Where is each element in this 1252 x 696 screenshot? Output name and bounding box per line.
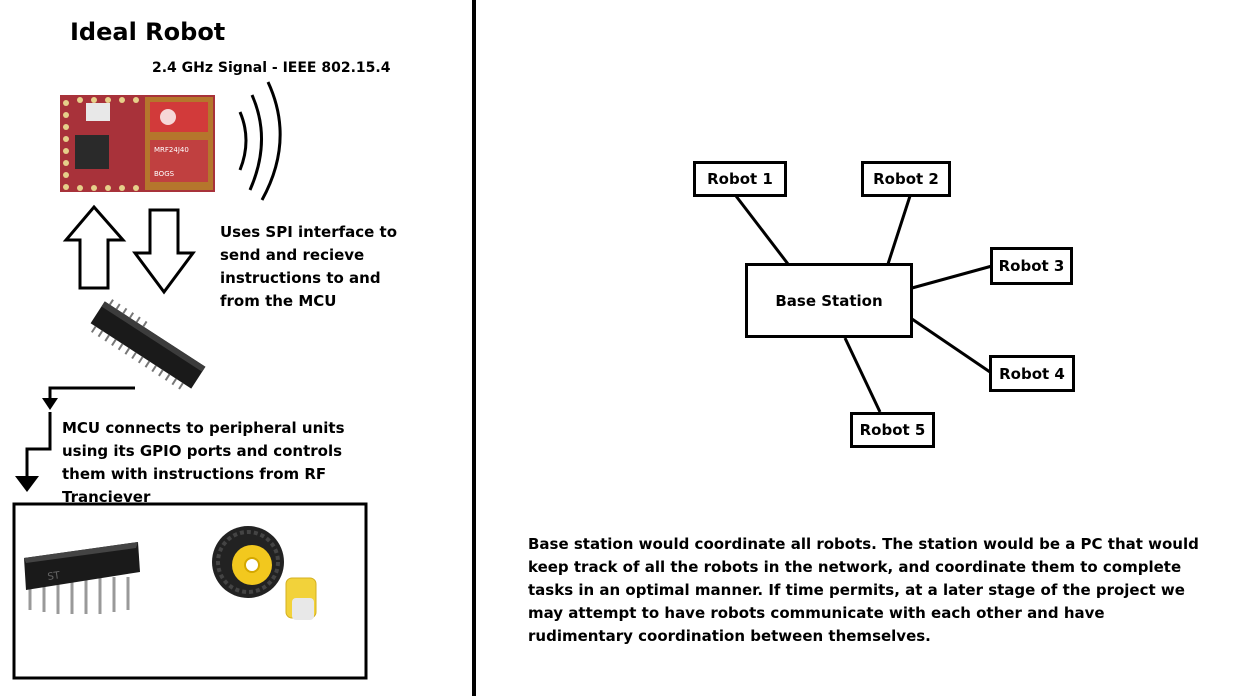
gpio-connector-lines: [25, 386, 135, 476]
description-text: Base station would coordinate all robots…: [528, 535, 1199, 645]
svg-text:BOGS: BOGS: [154, 170, 175, 178]
base-station-node: Base Station: [745, 263, 913, 338]
down-arrow-icon: [132, 208, 196, 295]
signal-waves-icon: [238, 81, 282, 201]
motor-driver-ic: ST: [24, 542, 140, 614]
arrowhead-icon: [15, 476, 39, 492]
rf-transceiver-module: MRF24J40 BOGS: [60, 95, 215, 192]
svg-text:MRF24J40: MRF24J40: [154, 146, 189, 154]
wheel-motor-icon: [212, 526, 317, 620]
signal-label: 2.4 GHz Signal - IEEE 802.15.4: [152, 60, 391, 76]
network-links: [734, 195, 993, 413]
arrowhead-icon: [42, 398, 58, 410]
mcu-note: MCU connects to peripheral units using i…: [62, 419, 345, 506]
up-arrow-icon: [62, 204, 127, 290]
robot-5-node: Robot 5: [850, 412, 935, 448]
spi-note: Uses SPI interface to send and recieve i…: [220, 223, 398, 310]
panel-divider: [472, 0, 476, 696]
robot-2-node: Robot 2: [861, 161, 951, 197]
page-title: Ideal Robot: [70, 18, 226, 46]
mcu-chip: [90, 299, 206, 390]
svg-text:ST: ST: [47, 570, 62, 583]
robot-4-node: Robot 4: [989, 355, 1075, 392]
robot-1-node: Robot 1: [693, 161, 787, 197]
robot-3-node: Robot 3: [990, 247, 1073, 285]
